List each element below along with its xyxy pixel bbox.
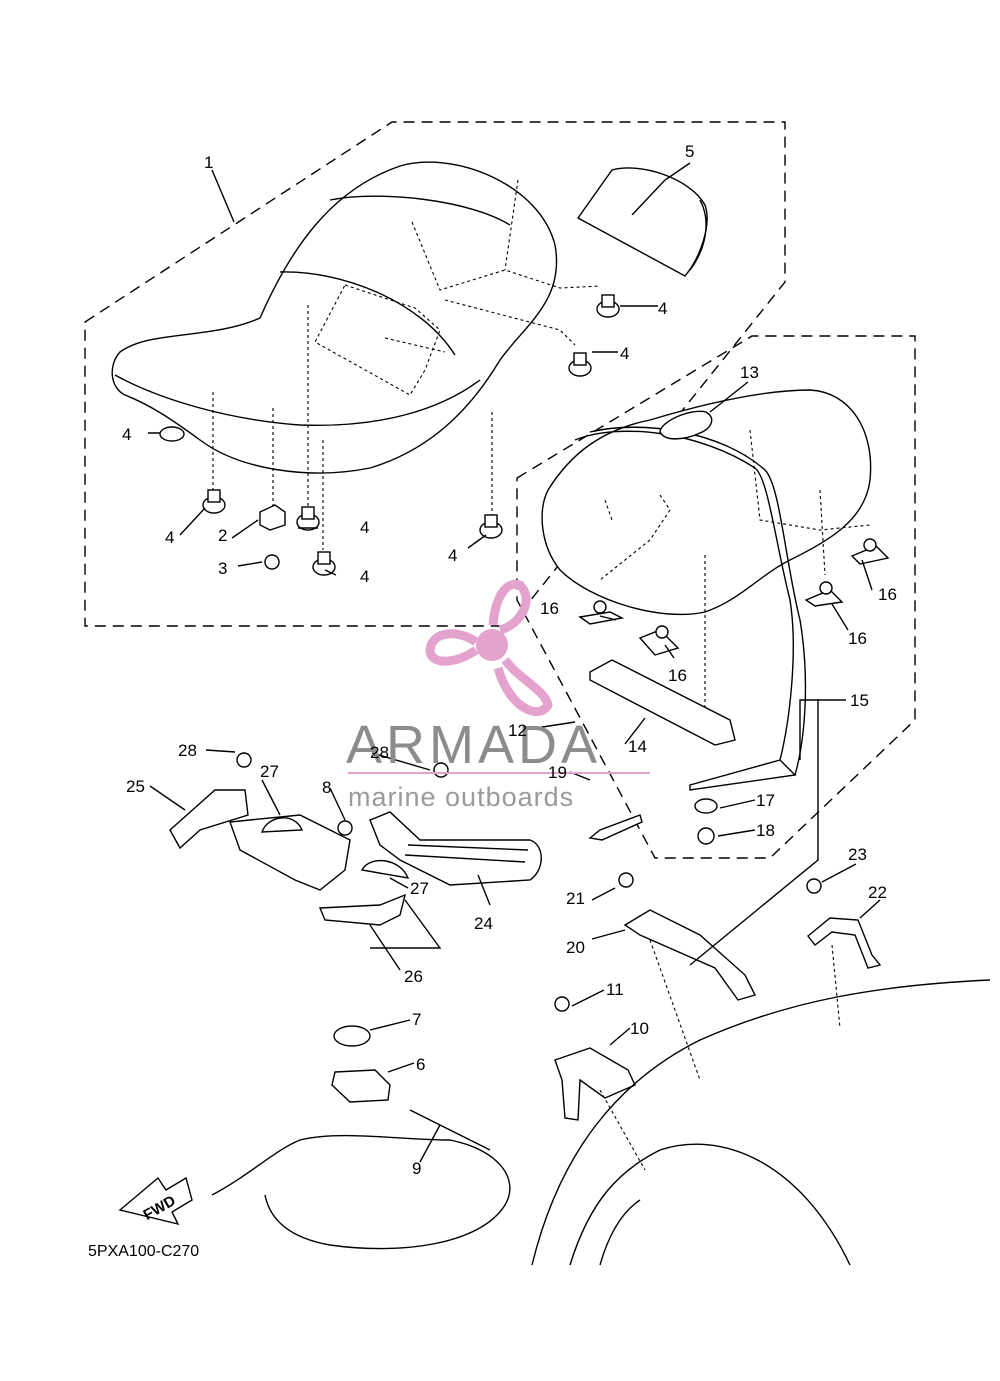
footboard bbox=[369, 811, 542, 886]
callout-28: 28 bbox=[370, 743, 389, 762]
callout-12: 12 bbox=[508, 721, 527, 740]
seat-pad bbox=[576, 167, 708, 277]
callout-19: 19 bbox=[548, 763, 567, 782]
callout-4: 4 bbox=[360, 518, 369, 537]
bolt-11 bbox=[554, 996, 570, 1012]
seat-bracket bbox=[259, 504, 286, 531]
seat-group-outline bbox=[84, 121, 786, 627]
callout-16: 16 bbox=[878, 585, 897, 604]
callout-3: 3 bbox=[218, 559, 227, 578]
callout-27: 27 bbox=[260, 762, 279, 781]
callout-24: 24 bbox=[474, 914, 493, 933]
seat-cable bbox=[211, 1134, 511, 1250]
watermark: ARMADA marine outboards bbox=[346, 579, 650, 812]
seat-nut bbox=[264, 554, 280, 570]
nut-8 bbox=[337, 820, 353, 836]
washer bbox=[694, 798, 718, 814]
rear-fender bbox=[531, 979, 991, 1266]
grommets bbox=[159, 294, 620, 576]
diagram-code: 5PXA100-C270 bbox=[88, 1243, 199, 1260]
callout-2: 2 bbox=[218, 526, 227, 545]
callout-23: 23 bbox=[848, 845, 867, 864]
callout-16: 16 bbox=[540, 599, 559, 618]
watermark-tagline: marine outboards bbox=[348, 782, 574, 812]
callout-16: 16 bbox=[668, 666, 687, 685]
callout-15: 15 bbox=[850, 691, 869, 710]
callout-7: 7 bbox=[412, 1010, 421, 1029]
screw bbox=[588, 814, 643, 841]
nut bbox=[697, 827, 715, 845]
stay-bracket bbox=[169, 789, 249, 850]
lock-plate bbox=[333, 1025, 371, 1047]
callout-4: 4 bbox=[448, 546, 457, 565]
bolt-21 bbox=[618, 872, 634, 888]
callout-4: 4 bbox=[165, 528, 174, 547]
part-callouts: 1 2 3 4 4 4 4 4 4 4 5 6 7 8 9 10 11 12 1… bbox=[122, 142, 897, 1178]
callout-22: 22 bbox=[868, 883, 887, 902]
cap-upper bbox=[260, 817, 304, 833]
main-seat bbox=[111, 161, 601, 550]
callout-21: 21 bbox=[566, 889, 585, 908]
clips bbox=[578, 538, 890, 656]
grab-bracket-22 bbox=[807, 917, 882, 969]
cap-lower bbox=[360, 859, 410, 879]
callout-8: 8 bbox=[322, 778, 331, 797]
watermark-brand: ARMADA bbox=[346, 715, 601, 775]
callout-1: 1 bbox=[204, 153, 213, 172]
callout-16: 16 bbox=[848, 629, 867, 648]
callout-20: 20 bbox=[566, 938, 585, 957]
callout-26: 26 bbox=[404, 967, 423, 986]
callout-28: 28 bbox=[178, 741, 197, 760]
callout-27: 27 bbox=[410, 879, 429, 898]
rear-seat-group-outline bbox=[516, 335, 916, 859]
callout-4: 4 bbox=[122, 425, 131, 444]
leader-lines bbox=[148, 162, 881, 1163]
callout-4: 4 bbox=[620, 344, 629, 363]
fwd-arrow-icon: FWD bbox=[118, 1176, 193, 1226]
callout-10: 10 bbox=[630, 1019, 649, 1038]
callout-11: 11 bbox=[606, 980, 624, 999]
rear-seat bbox=[541, 389, 872, 791]
callout-5: 5 bbox=[685, 142, 694, 161]
callout-14: 14 bbox=[628, 737, 647, 756]
seat-lock bbox=[331, 1069, 391, 1103]
callout-18: 18 bbox=[756, 821, 775, 840]
callout-17: 17 bbox=[756, 791, 775, 810]
bolt-23 bbox=[806, 878, 822, 894]
bolt-left bbox=[236, 752, 252, 768]
support-plate bbox=[318, 893, 407, 926]
lower-plate bbox=[229, 814, 351, 891]
callout-25: 25 bbox=[126, 777, 145, 796]
callout-4: 4 bbox=[360, 567, 369, 586]
seat-bracket-10 bbox=[554, 1047, 636, 1121]
callout-4: 4 bbox=[658, 299, 667, 318]
callout-9: 9 bbox=[412, 1159, 421, 1178]
callout-6: 6 bbox=[416, 1055, 425, 1074]
rear-seat-bracket bbox=[589, 659, 736, 746]
callout-13: 13 bbox=[740, 363, 759, 382]
seat-bracket-20 bbox=[623, 909, 757, 1001]
